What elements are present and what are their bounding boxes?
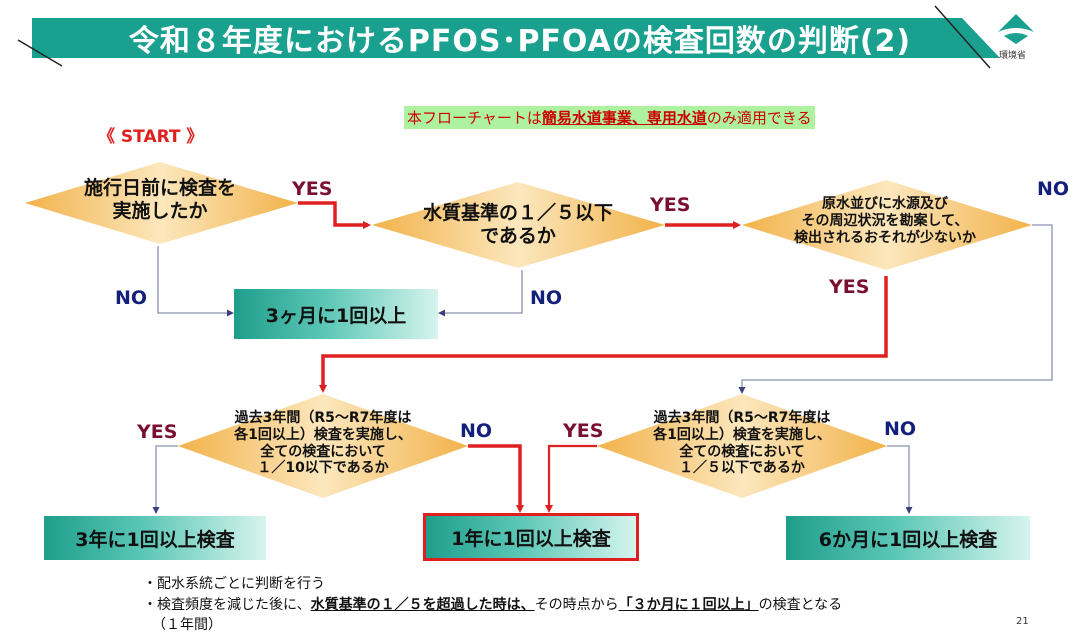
- ministry-logo-icon: [998, 14, 1034, 44]
- decision-4-line: 全ての検査において: [260, 443, 386, 460]
- decision-5-line: 過去3年間（R5～R7年度は: [653, 410, 831, 426]
- decision-4-line: １／10以下であるか: [257, 460, 389, 477]
- result-3-years: 3年に1回以上検査: [44, 516, 266, 560]
- yes-label-d5: YES: [563, 420, 604, 442]
- no-label-d2: NO: [530, 287, 563, 309]
- yes-flow-path: [298, 201, 888, 513]
- decision-3-text: 原水並びに水源及び その周辺状況を勘案して、 検出されるおそれが少ないか: [760, 196, 1010, 246]
- page-title: 令和８年度におけるPFOS･PFOAの検査回数の判断(2): [128, 24, 912, 59]
- footnote-2-post: の検査となる: [758, 597, 843, 613]
- decision-2-line: であるか: [480, 224, 556, 247]
- result-1-year: 1年に1回以上検査: [423, 513, 639, 561]
- decision-3-line: その周辺状況を勘案して、: [801, 212, 969, 229]
- decision-diamond-2: [372, 182, 665, 268]
- decision-5-line: 各1回以上）検査を実施し、: [653, 426, 831, 443]
- decision-1-text: 施行日前に検査を 実施したか: [50, 177, 270, 223]
- no-label-d1: NO: [115, 287, 148, 309]
- decision-5-line: １／５以下であるか: [679, 460, 805, 477]
- yes-label-d3: YES: [829, 276, 870, 298]
- decision-diamond-3: [742, 180, 1032, 270]
- no-label-d5: NO: [884, 418, 917, 440]
- decision-4-line: 過去3年間（R5～R7年度は: [234, 410, 412, 426]
- title-banner: [17, 5, 1000, 69]
- decision-2-text: 水質基準の１／５以下 であるか: [398, 202, 638, 248]
- decision-2-line: 水質基準の１／５以下: [422, 202, 613, 224]
- yes-label-d2: YES: [650, 194, 691, 216]
- footnote-2-emphasis-2: 「３か月に１回以上」: [618, 597, 759, 613]
- result-6-months: 6か月に1回以上検査: [786, 516, 1030, 560]
- start-label: 《 START 》: [98, 127, 204, 147]
- decision-1-line: 施行日前に検査を: [83, 177, 236, 199]
- decision-diamond-1: [25, 162, 298, 244]
- footnote-2-mid: その時点から: [534, 597, 619, 613]
- decision-5-text: 過去3年間（R5～R7年度は 各1回以上）検査を実施し、 全ての検査において １…: [617, 410, 867, 477]
- decision-4-text: 過去3年間（R5～R7年度は 各1回以上）検査を実施し、 全ての検査において １…: [198, 410, 448, 477]
- note-post: のみ適用できる: [706, 109, 812, 127]
- footnote-2: ・検査頻度を減じた後に、水質基準の１／５を超過した時は、その時点から「３か月に１…: [143, 594, 842, 614]
- result-3-months: 3ヶ月に1回以上: [234, 289, 438, 339]
- ministry-logo-text: 環境省: [999, 51, 1027, 61]
- decision-3-line: 検出されるおそれが少ないか: [794, 229, 976, 246]
- no-label-d3: NO: [1037, 178, 1070, 200]
- decision-diamond-5: [597, 394, 887, 498]
- decision-5-line: 全ての検査において: [679, 443, 805, 460]
- decision-4-line: 各1回以上）検査を実施し、: [234, 426, 412, 443]
- no-connectors: [152, 224, 1053, 514]
- note-emphasis: 簡易水道事業、専用水道: [541, 109, 707, 127]
- note-pre: 本フローチャートは: [407, 109, 542, 127]
- page-number: 21: [1016, 616, 1029, 627]
- applicability-note: 本フローチャートは簡易水道事業、専用水道のみ適用できる: [404, 106, 815, 129]
- decision-3-line: 原水並びに水源及び: [822, 196, 948, 212]
- decision-diamond-4: [178, 394, 468, 498]
- footnote-2-emphasis: 水質基準の１／５を超過した時は、: [310, 597, 535, 613]
- footnote-1: ・配水系統ごとに判断を行う: [143, 576, 325, 592]
- no-label-d4: NO: [460, 420, 493, 442]
- footnote-3: （１年間）: [152, 617, 222, 633]
- yes-label-d4: YES: [137, 421, 178, 443]
- decision-1-line: 実施したか: [112, 199, 208, 222]
- footnote-2-pre: ・検査頻度を減じた後に、: [143, 597, 311, 613]
- yes-label-d1: YES: [292, 178, 333, 200]
